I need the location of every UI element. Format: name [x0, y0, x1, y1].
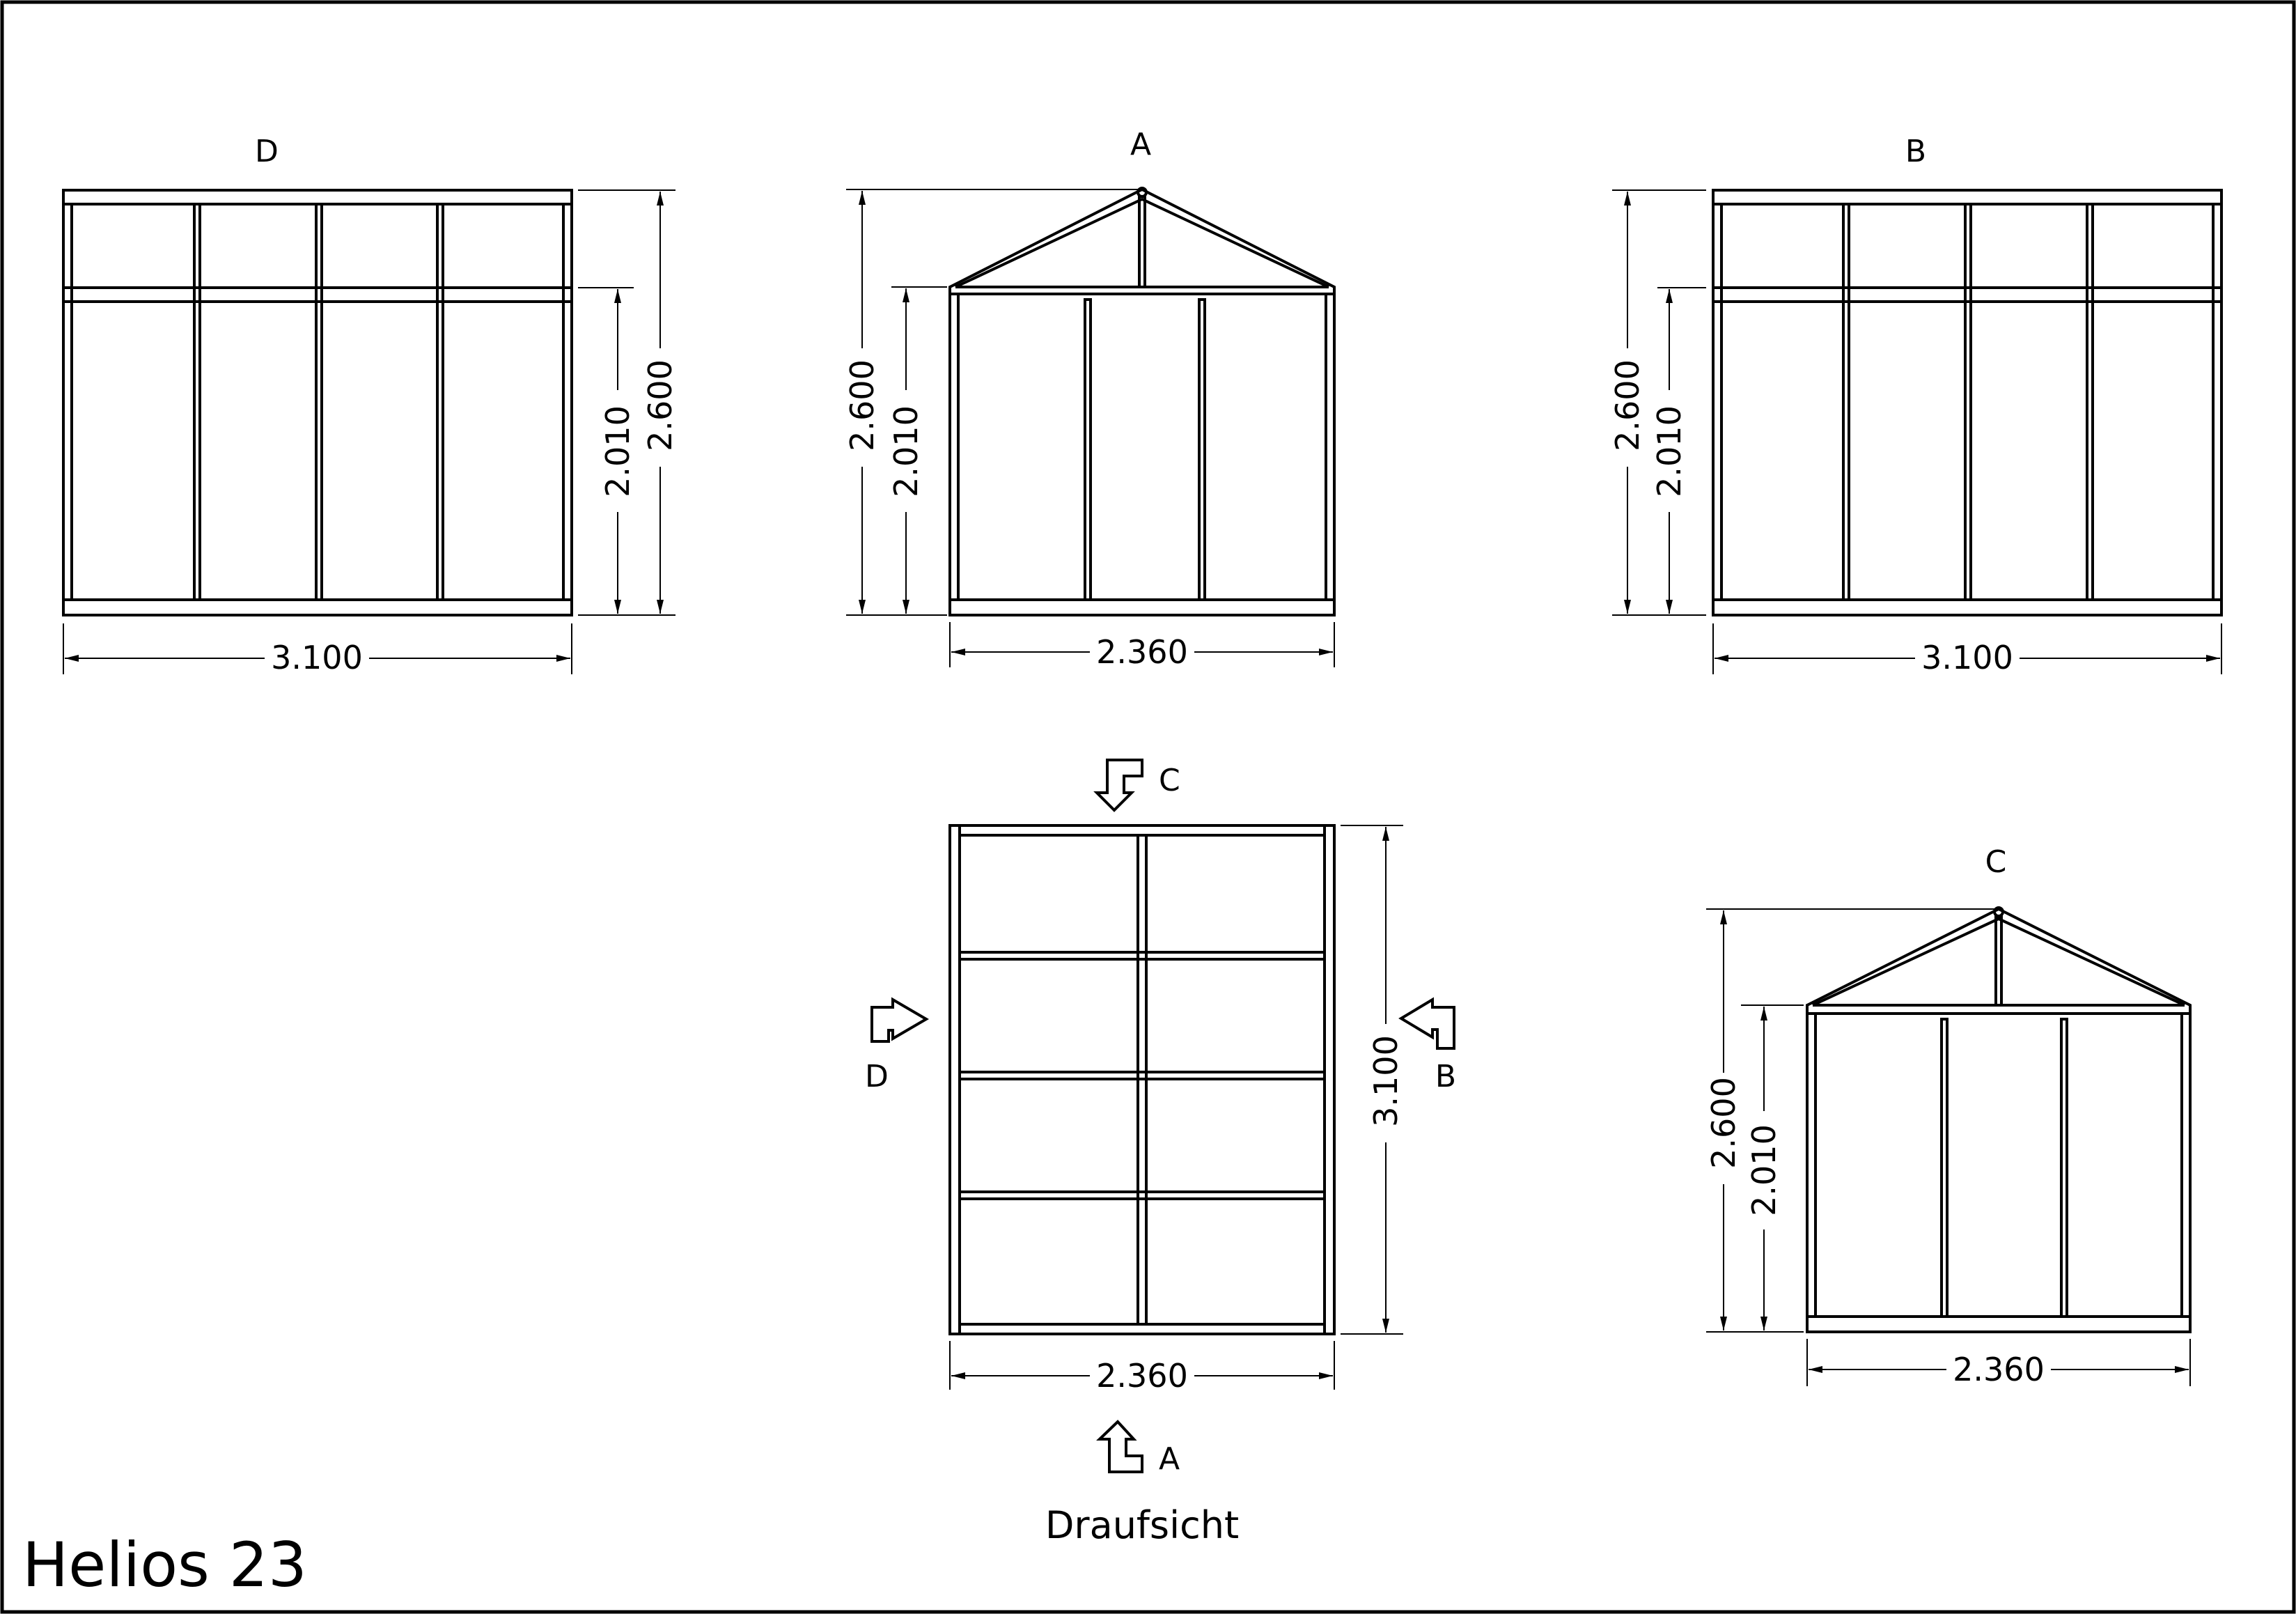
drawing-title: Helios 23 — [22, 1529, 307, 1601]
dimension-width-a: 2.360 — [1096, 633, 1188, 671]
dimension-total-height-d: 2.600 — [641, 359, 679, 451]
dimension-wall-height-c: 2.010 — [1745, 1124, 1783, 1216]
view-arrow-a-icon: A — [1096, 1420, 1180, 1477]
view-label-c: C — [1985, 844, 2007, 880]
dimension-width-d: 3.100 — [271, 639, 363, 676]
view-arrow-d-label: D — [865, 1059, 889, 1094]
dimension-total-height-a: 2.600 — [843, 359, 881, 451]
view-label-d: D — [255, 134, 279, 169]
dimension-width-plan: 2.360 — [1096, 1357, 1188, 1395]
plan-caption: Draufsicht — [1045, 1503, 1239, 1547]
dimension-total-height-c: 2.600 — [1705, 1077, 1742, 1169]
view-arrow-c-label: C — [1159, 763, 1180, 798]
plan-view: 2.360 3.100 C A D B Draufsicht — [865, 759, 1456, 1547]
dimension-wall-height-d: 2.010 — [599, 405, 637, 497]
view-label-a: A — [1130, 127, 1151, 162]
view-arrow-c-icon: C — [1093, 759, 1180, 812]
dimension-wall-height-a: 2.010 — [887, 405, 925, 497]
dimension-length-plan: 3.100 — [1367, 1035, 1405, 1127]
view-label-b: B — [1905, 134, 1926, 169]
dimension-wall-height-b: 2.010 — [1650, 405, 1688, 497]
view-arrow-b-icon: B — [1398, 997, 1456, 1094]
dimension-width-c: 2.360 — [1953, 1351, 2045, 1388]
elevation-a: A 2.360 2.600 2.010 — [843, 127, 1336, 671]
view-arrow-d-icon: D — [865, 997, 929, 1094]
elevation-c: C 2.360 2.600 2.010 — [1705, 844, 2192, 1388]
view-arrow-a-label: A — [1159, 1441, 1180, 1477]
view-arrow-b-label: B — [1435, 1059, 1456, 1094]
elevation-d: D 3.100 2.010 2.600 — [62, 134, 679, 676]
dimension-total-height-b: 2.600 — [1609, 359, 1646, 451]
elevation-b: B 3.100 2.600 2.010 — [1609, 134, 2223, 676]
dimension-width-b: 3.100 — [1921, 639, 2013, 676]
